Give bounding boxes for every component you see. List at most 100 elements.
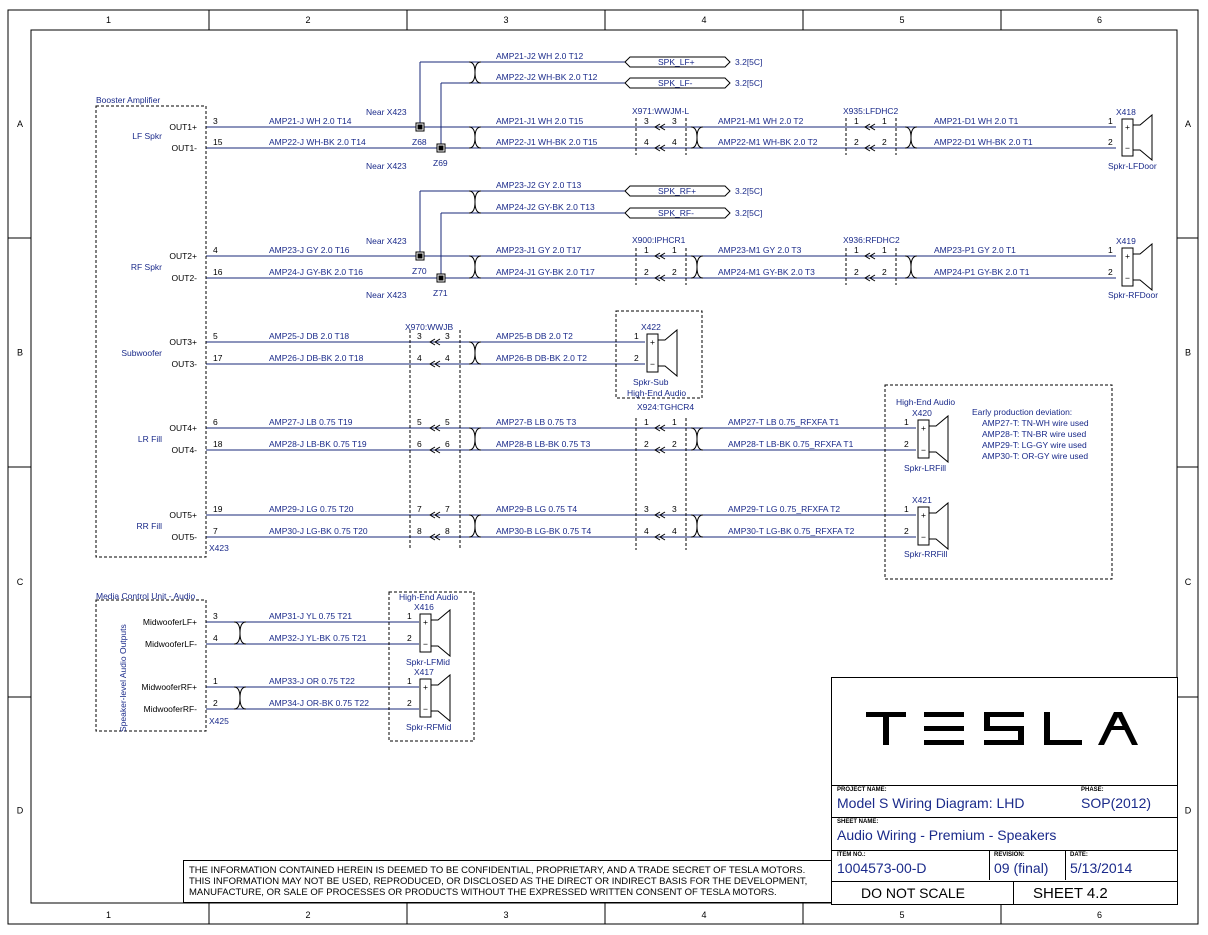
pin-number: 3 (644, 116, 649, 126)
speaker-name: Spkr-Sub (633, 377, 669, 387)
speaker-icon (431, 608, 451, 658)
grid-col-label: 6 (1097, 15, 1102, 25)
connector-chevron (654, 533, 666, 541)
twist-mark (690, 255, 704, 279)
pin-number: 1 (407, 676, 412, 686)
amp-output-label: MidwooferRF+ (141, 682, 197, 692)
title-block: PROJECT NAME: Model S Wiring Diagram: LH… (831, 677, 1178, 905)
pin-number: 4 (445, 353, 450, 363)
minus-sign: − (1125, 143, 1130, 153)
connector-chevron (654, 123, 666, 131)
pin-number: 2 (672, 267, 677, 277)
date-label: DATE: (1070, 852, 1088, 858)
label: AMP22-J2 WH-BK 2.0 T12 (496, 72, 598, 82)
twist-mark (233, 686, 247, 710)
connector-chevron (864, 274, 876, 282)
sheet-name: Audio Wiring - Premium - Speakers (837, 827, 1057, 843)
pin-number: 8 (445, 526, 450, 536)
grid-row-label: C (17, 577, 24, 587)
pin-number: 4 (644, 137, 649, 147)
connector-chevron (429, 533, 441, 541)
grid-col-label: 2 (305, 15, 310, 25)
confidentiality-notice: THE INFORMATION CONTAINED HEREIN IS DEEM… (183, 860, 831, 903)
pin-number: 2 (1108, 267, 1113, 277)
label: AMP30-J LG-BK 0.75 T20 (269, 526, 368, 536)
label: AMP29-J LG 0.75 T20 (269, 504, 354, 514)
offpage-ref: 3.2[5C] (735, 208, 762, 218)
pin-number: 4 (672, 137, 677, 147)
pin-number: 1 (644, 245, 649, 255)
hea-note: High-End Audio (399, 592, 458, 602)
label: AMP23-J GY 2.0 T16 (269, 245, 350, 255)
twist-mark (904, 255, 918, 279)
label: AMP28-B LB-BK 0.75 T3 (496, 439, 591, 449)
twist-mark (233, 621, 247, 645)
grid-col-label: 1 (106, 910, 111, 920)
twist-mark (690, 427, 704, 451)
pin-number: 6 (417, 439, 422, 449)
twist-mark (904, 126, 918, 149)
offpage-connector (624, 207, 731, 219)
label: AMP21-J WH 2.0 T14 (269, 116, 352, 126)
speaker-id: X417 (414, 667, 434, 677)
amp-output-label: OUT3- (172, 359, 198, 369)
grid-row-label: B (17, 348, 23, 358)
offpage-connector (624, 56, 731, 68)
pin-number: 2 (213, 698, 218, 708)
pin-number: 2 (854, 137, 859, 147)
splice-label: Z68 (412, 137, 427, 147)
speaker-id: X420 (912, 408, 932, 418)
twist-mark (468, 190, 482, 214)
connector-label: X900:IPHCR1 (632, 235, 686, 245)
amp-output-label: OUT5- (172, 532, 198, 542)
block-connector: X423 (209, 543, 229, 553)
pin-number: 2 (644, 439, 649, 449)
speaker-terminal (917, 506, 930, 546)
offpage-ref: 3.2[5C] (735, 78, 762, 88)
label: AMP23-J1 GY 2.0 T17 (496, 245, 581, 255)
connector-chevron (654, 511, 666, 519)
pin-number: 2 (904, 439, 909, 449)
pin-number: 4 (672, 526, 677, 536)
pin-number: 3 (672, 116, 677, 126)
label: AMP24-M1 GY-BK 2.0 T3 (718, 267, 815, 277)
connector-chevron (864, 144, 876, 152)
splice-dot (438, 275, 444, 281)
pin-number: 1 (904, 417, 909, 427)
label: AMP24-P1 GY-BK 2.0 T1 (934, 267, 1030, 277)
project-name: Model S Wiring Diagram: LHD (837, 795, 1025, 811)
offpage-ref: 3.2[5C] (735, 186, 762, 196)
grid-col-label: 3 (503, 15, 508, 25)
plus-sign: + (921, 423, 926, 433)
grid-row-label: D (17, 806, 24, 816)
connector-chevron (654, 144, 666, 152)
pin-number: 2 (882, 267, 887, 277)
label: AMP27-B LB 0.75 T3 (496, 417, 576, 427)
amp-output-label: OUT4+ (169, 423, 197, 433)
plus-sign: + (921, 510, 926, 520)
label: AMP21-D1 WH 2.0 T1 (934, 116, 1019, 126)
grid-col-label: 4 (701, 15, 706, 25)
label: AMP26-J DB-BK 2.0 T18 (269, 353, 364, 363)
label: AMP22-D1 WH-BK 2.0 T1 (934, 137, 1033, 147)
notice-line-3: MANUFACTURE, OR SALE OF PROCESSES OR PRO… (189, 887, 777, 898)
item-number: 1004573-00-D (837, 860, 927, 876)
pin-number: 1 (1108, 245, 1113, 255)
twist-mark (690, 514, 704, 538)
pin-number: 1 (882, 116, 887, 126)
pin-number: 1 (672, 417, 677, 427)
pin-number: 3 (417, 331, 422, 341)
speaker-terminal (646, 333, 659, 373)
speaker-terminal (419, 678, 432, 718)
connector-label: X971:WWJM-L (632, 106, 689, 116)
block-title: Booster Amplifier (96, 95, 160, 105)
item-label: ITEM NO.: (837, 852, 866, 858)
pin-number: 4 (644, 526, 649, 536)
speaker-icon (929, 501, 949, 551)
splice-note: Near X423 (366, 236, 407, 246)
pin-number: 4 (213, 245, 218, 255)
offpage-signal: SPK_LF- (658, 78, 693, 88)
sheet-number: SHEET 4.2 (1033, 885, 1108, 902)
pin-number: 1 (854, 245, 859, 255)
